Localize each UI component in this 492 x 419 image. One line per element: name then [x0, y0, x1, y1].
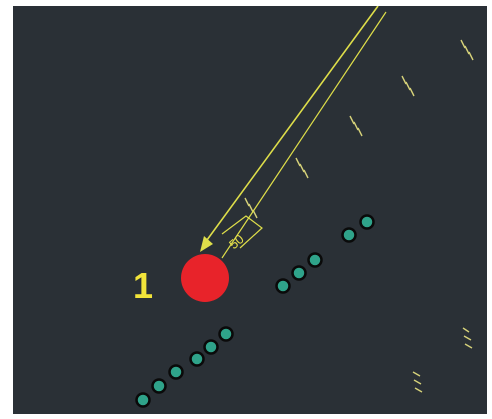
marker-label: 1	[133, 265, 153, 306]
dot-group-middle	[275, 252, 323, 294]
diagram-svg: 50	[133, 6, 474, 408]
hatch-marks	[244, 39, 474, 393]
hatch-icon	[412, 371, 423, 393]
dot-group-lower	[189, 326, 234, 367]
hatch-icon	[295, 157, 309, 179]
direction-arrow: 50	[200, 6, 387, 259]
distance-label: 50	[226, 231, 247, 252]
hatch-icon	[460, 39, 474, 61]
red-marker-icon	[181, 254, 229, 302]
hatch-icon	[401, 75, 415, 97]
distance-bracket	[221, 215, 263, 249]
hatch-icon	[349, 115, 363, 137]
dot-group-bottom	[135, 364, 184, 408]
dot-groups	[135, 214, 375, 408]
dot-group-top	[341, 214, 375, 243]
arrowhead-icon	[200, 236, 213, 252]
hatch-icon	[462, 327, 473, 349]
map-canvas: 50	[13, 6, 487, 414]
